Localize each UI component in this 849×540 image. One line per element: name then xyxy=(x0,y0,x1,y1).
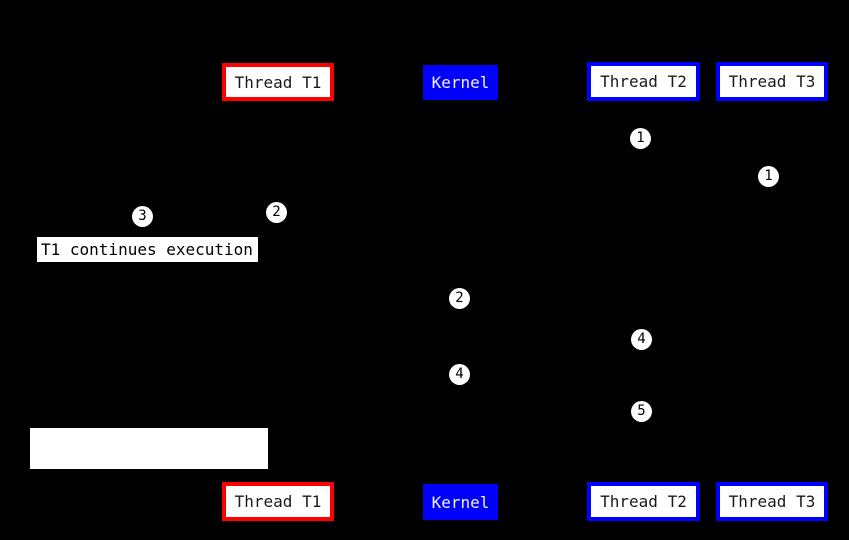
actor-label: Kernel xyxy=(431,73,490,92)
actor-thread-t2-bottom: Thread T2 xyxy=(587,482,700,521)
actor-thread-t1-bottom: Thread T1 xyxy=(222,482,334,521)
actor-label: Thread T2 xyxy=(600,492,687,511)
actor-kernel-top: Kernel xyxy=(423,65,498,100)
note-text: T1 continues execution xyxy=(41,240,253,259)
step-marker: 4 xyxy=(631,329,652,350)
actor-label: Thread T3 xyxy=(728,492,816,511)
blank-note-box xyxy=(30,428,268,469)
step-marker: 3 xyxy=(132,206,153,227)
note-t1-continues-execution: T1 continues execution xyxy=(37,237,258,262)
actor-thread-t3-bottom: Thread T3 xyxy=(716,482,828,521)
actor-label: Thread T3 xyxy=(728,72,816,91)
step-marker: 2 xyxy=(266,202,287,223)
actor-thread-t3-top: Thread T3 xyxy=(716,62,828,101)
step-marker: 4 xyxy=(449,364,470,385)
step-marker: 2 xyxy=(449,288,470,309)
actor-thread-t2-top: Thread T2 xyxy=(587,62,700,101)
actor-label: Thread T1 xyxy=(234,492,322,511)
actor-thread-t1-top: Thread T1 xyxy=(222,63,334,101)
actor-label: Thread T1 xyxy=(234,72,322,92)
actor-label: Kernel xyxy=(431,492,490,512)
actor-kernel-bottom: Kernel xyxy=(423,484,498,520)
step-marker: 5 xyxy=(631,401,652,422)
actor-label: Thread T2 xyxy=(600,72,687,91)
step-marker: 1 xyxy=(758,166,779,187)
step-marker: 1 xyxy=(630,128,651,149)
